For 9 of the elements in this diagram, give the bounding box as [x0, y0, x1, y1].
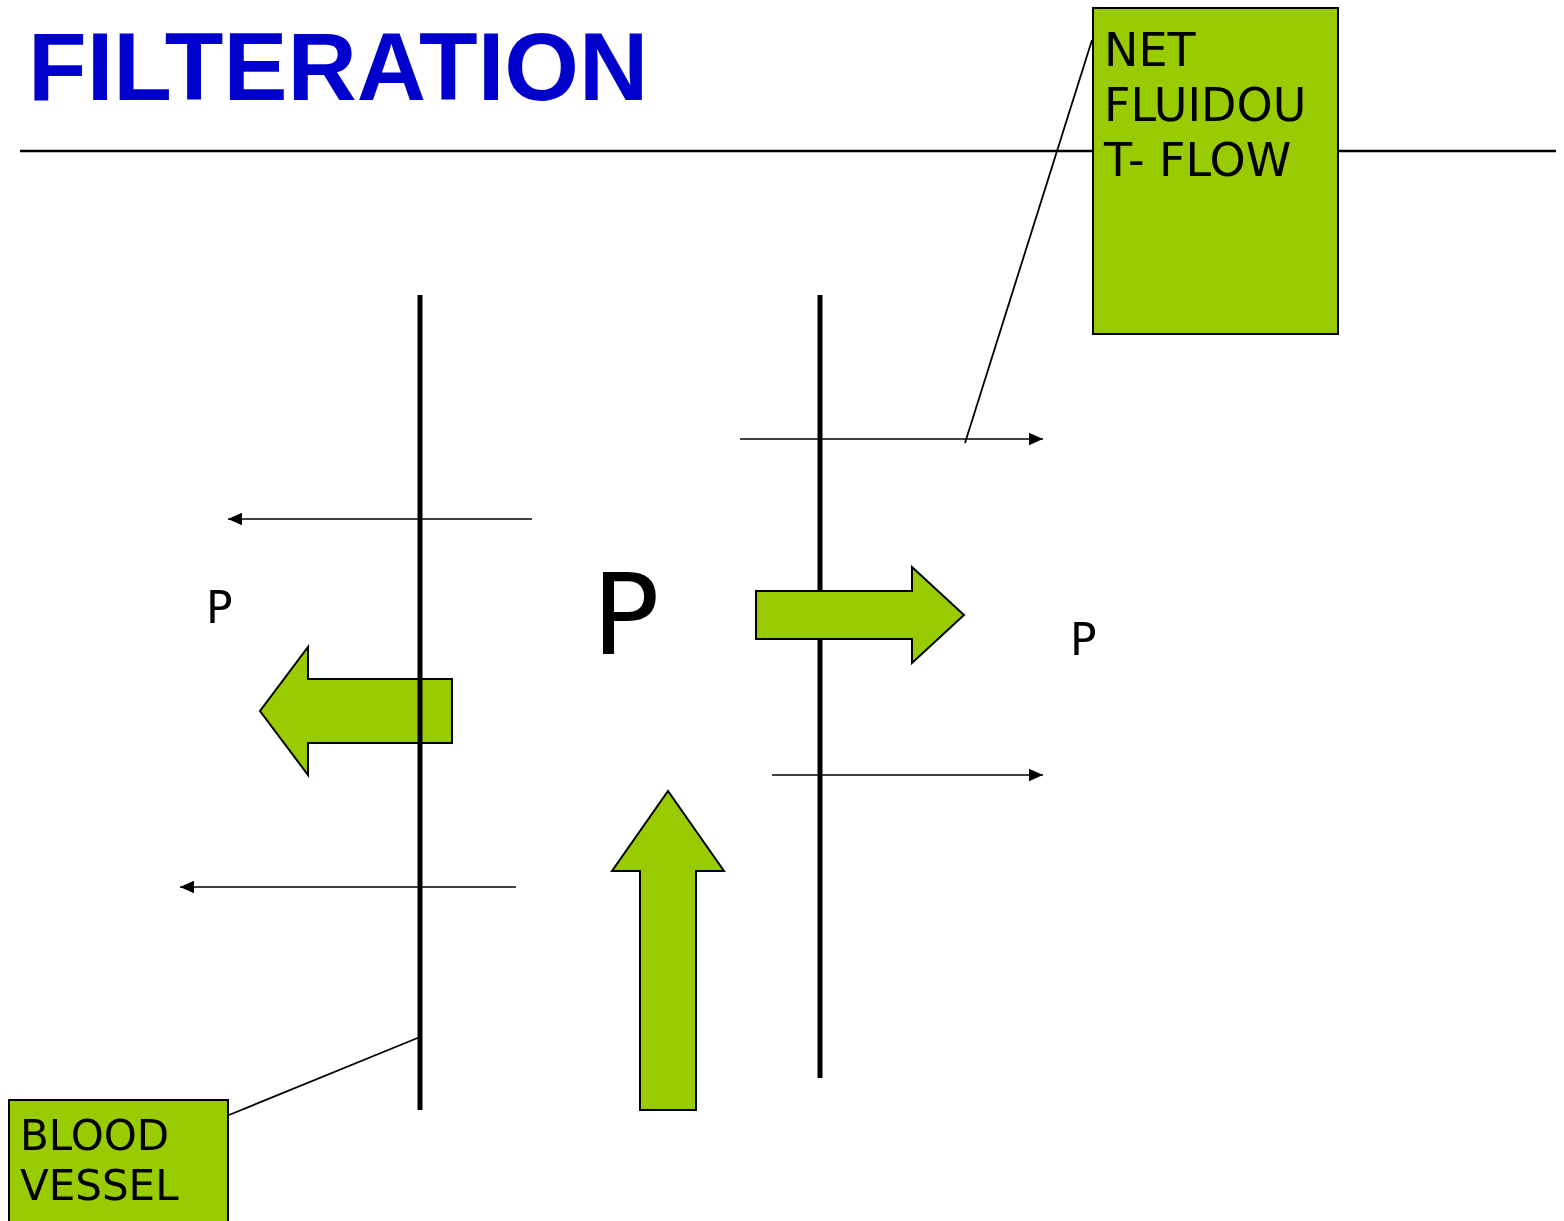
callout-box: NET FLUIDOU T- FLOW: [1092, 7, 1339, 335]
pressure-label: P: [592, 548, 660, 683]
pressure-label: P: [206, 582, 233, 635]
vessel-wall: [417, 295, 423, 1110]
title: FILTERATION: [28, 14, 649, 120]
leader-line: [228, 1036, 421, 1116]
callout-box: BLOOD VESSEL: [8, 1099, 229, 1221]
pressure-label: P: [1070, 614, 1097, 667]
leader-line: [964, 39, 1093, 444]
